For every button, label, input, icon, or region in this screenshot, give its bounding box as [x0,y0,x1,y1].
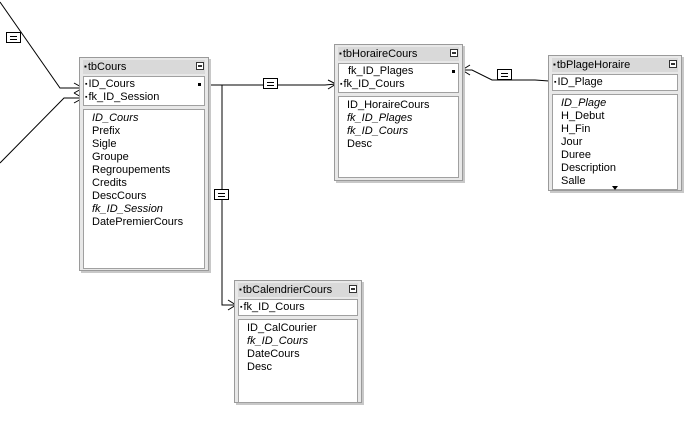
field-row[interactable]: H_Fin [561,123,591,135]
field-row[interactable]: ID_Cours [92,112,139,124]
pin-icon: ▪ [553,60,556,69]
field-row[interactable]: Desc [347,138,373,150]
equals-icon[interactable] [263,78,278,89]
key-bullet-icon: ▪ [85,94,88,101]
scroll-down-arrow-icon[interactable] [612,186,618,190]
field-row[interactable]: Salle [561,175,586,187]
relation-line-offscreen-fk-session [0,97,83,164]
field-list: ID_Cours Prefix Sigle Groupe Regroupemen… [83,109,205,269]
field-row[interactable]: fk_ID_Plages [347,112,413,124]
minimize-icon[interactable] [450,49,458,57]
key-bullet-icon: ▪ [340,81,343,88]
equals-icon[interactable] [214,189,229,200]
connector-dot-icon [198,83,201,86]
key-field-label: fk_ID_Plages [348,65,414,77]
field-row[interactable]: Sigle [92,138,117,150]
key-field[interactable]: ▪ID_Cours [84,78,204,91]
table-tbcours[interactable]: ▪tbCours ▪ID_Cours ▪fk_ID_Session ID_Cou… [79,57,209,271]
table-tbcalendriercours[interactable]: ▪tbCalendrierCours ▪fk_ID_Cours ID_CalCo… [234,280,362,403]
field-row[interactable]: fk_ID_Cours [247,335,309,347]
field-row[interactable]: DescCours [92,190,147,202]
minimize-icon[interactable] [196,62,204,70]
key-field-label: fk_ID_Session [88,91,160,103]
key-field[interactable]: ▪fk_ID_Session [84,91,204,104]
field-row[interactable]: Description [561,162,617,174]
key-field-label: ID_Cours [88,78,135,90]
table-title: tbPlageHoraire [556,59,631,71]
field-row[interactable]: fk_ID_Cours [347,125,409,137]
equals-icon[interactable] [497,69,512,80]
equals-icon[interactable] [6,32,21,43]
minimize-icon[interactable] [349,285,357,293]
key-field[interactable]: fk_ID_Plages [339,65,458,78]
relation-line-cours-calendrier [221,85,236,306]
field-list: ID_Plage H_Debut H_Fin Jour Duree Descri… [552,94,678,190]
minimize-icon[interactable] [669,60,677,68]
field-row[interactable]: ID_HoraireCours [347,99,430,111]
key-field-label: fk_ID_Cours [343,78,405,90]
field-row[interactable]: Regroupements [92,164,171,176]
key-fields: ▪fk_ID_Cours [238,299,358,316]
field-row[interactable]: Duree [561,149,591,161]
table-title: tbHoraireCours [342,48,418,60]
field-row[interactable]: Desc [247,361,273,373]
key-bullet-icon: ▪ [85,81,88,88]
table-title-bar[interactable]: ▪tbCours [83,60,205,74]
key-field-label: fk_ID_Cours [243,301,305,313]
field-row[interactable]: ID_Plage [561,97,607,109]
field-row[interactable]: H_Debut [561,110,605,122]
key-bullet-icon: ▪ [240,304,243,311]
field-row[interactable]: Groupe [92,151,129,163]
key-fields: fk_ID_Plages ▪fk_ID_Cours [338,63,459,93]
field-row[interactable]: DateCours [247,348,300,360]
table-title-bar[interactable]: ▪tbPlageHoraire [552,58,678,72]
table-tbhorairecours[interactable]: ▪tbHoraireCours fk_ID_Plages ▪fk_ID_Cour… [334,44,463,181]
key-field-label: ID_Plage [557,76,603,88]
key-fields: ▪ID_Cours ▪fk_ID_Session [83,76,205,106]
table-title: tbCours [87,61,127,73]
field-row[interactable]: fk_ID_Session [92,203,163,215]
pin-icon: ▪ [239,285,242,294]
field-row[interactable]: Jour [561,136,583,148]
relation-line-horaire-plage [462,69,550,82]
relation-line-cours-horaire [208,83,337,86]
table-title: tbCalendrierCours [242,284,333,296]
table-title-bar[interactable]: ▪tbCalendrierCours [238,283,358,297]
table-tbplagehoraire[interactable]: ▪tbPlageHoraire ▪ID_Plage ID_Plage H_Deb… [548,55,682,191]
key-bullet-icon: ▪ [554,79,557,86]
table-title-bar[interactable]: ▪tbHoraireCours [338,47,459,61]
field-row[interactable]: Credits [92,177,127,189]
pin-icon: ▪ [339,49,342,58]
key-field[interactable]: ▪fk_ID_Cours [239,301,357,314]
field-list: ID_HoraireCours fk_ID_Plages fk_ID_Cours… [338,96,459,178]
field-row[interactable]: ID_CalCourier [247,322,317,334]
field-row[interactable]: Prefix [92,125,121,137]
connector-dot-icon [452,70,455,73]
pin-icon: ▪ [84,62,87,71]
key-fields: ▪ID_Plage [552,74,678,91]
field-row[interactable]: DatePremierCours [92,216,184,228]
relation-line-offscreen-id-cours [0,1,83,89]
key-field[interactable]: ▪ID_Plage [553,76,677,89]
key-field[interactable]: ▪fk_ID_Cours [339,78,458,91]
field-list: ID_CalCourier fk_ID_Cours DateCours Desc [238,319,358,403]
